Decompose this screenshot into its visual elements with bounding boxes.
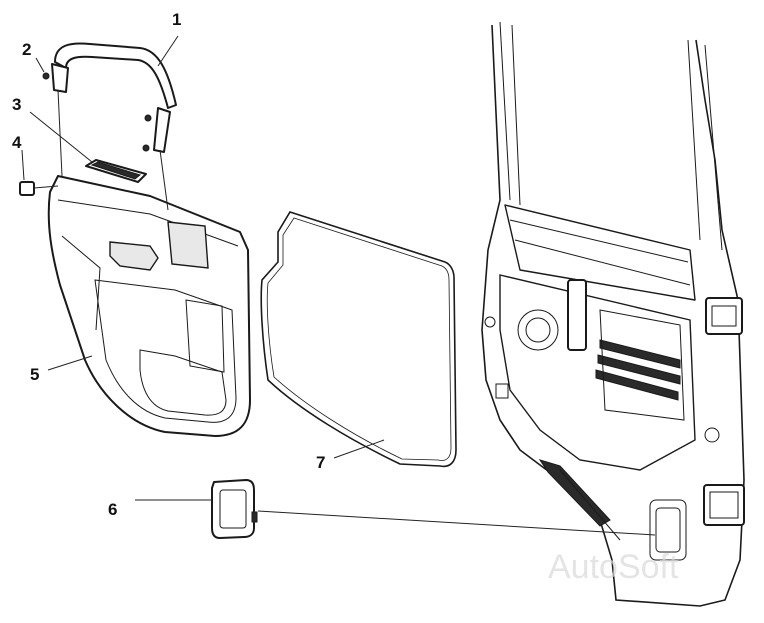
leader-lines — [21, 35, 656, 536]
switch-bezel — [211, 479, 258, 539]
watermark-text: AutoSoft — [548, 548, 679, 586]
trim-clip — [19, 181, 35, 196]
screw-icon — [144, 114, 152, 122]
callout-1: 1 — [172, 10, 181, 29]
door-trim-panel — [47, 175, 251, 437]
callout-6: 6 — [108, 500, 117, 519]
door-inner-structure — [481, 21, 745, 607]
callout-7: 7 — [316, 453, 325, 472]
callout-labels: 1 2 3 4 5 6 7 — [12, 10, 325, 519]
callout-3: 3 — [12, 95, 21, 114]
hinge-upper — [705, 297, 743, 335]
water-shield — [260, 211, 457, 468]
screw-icon — [42, 72, 50, 80]
screw-icon — [142, 144, 150, 152]
callout-5: 5 — [30, 365, 39, 384]
speaker-grille — [85, 159, 147, 183]
hinge-lower — [703, 484, 745, 526]
callout-2: 2 — [22, 40, 31, 59]
callout-4: 4 — [12, 133, 22, 152]
pull-handle — [42, 42, 177, 153]
